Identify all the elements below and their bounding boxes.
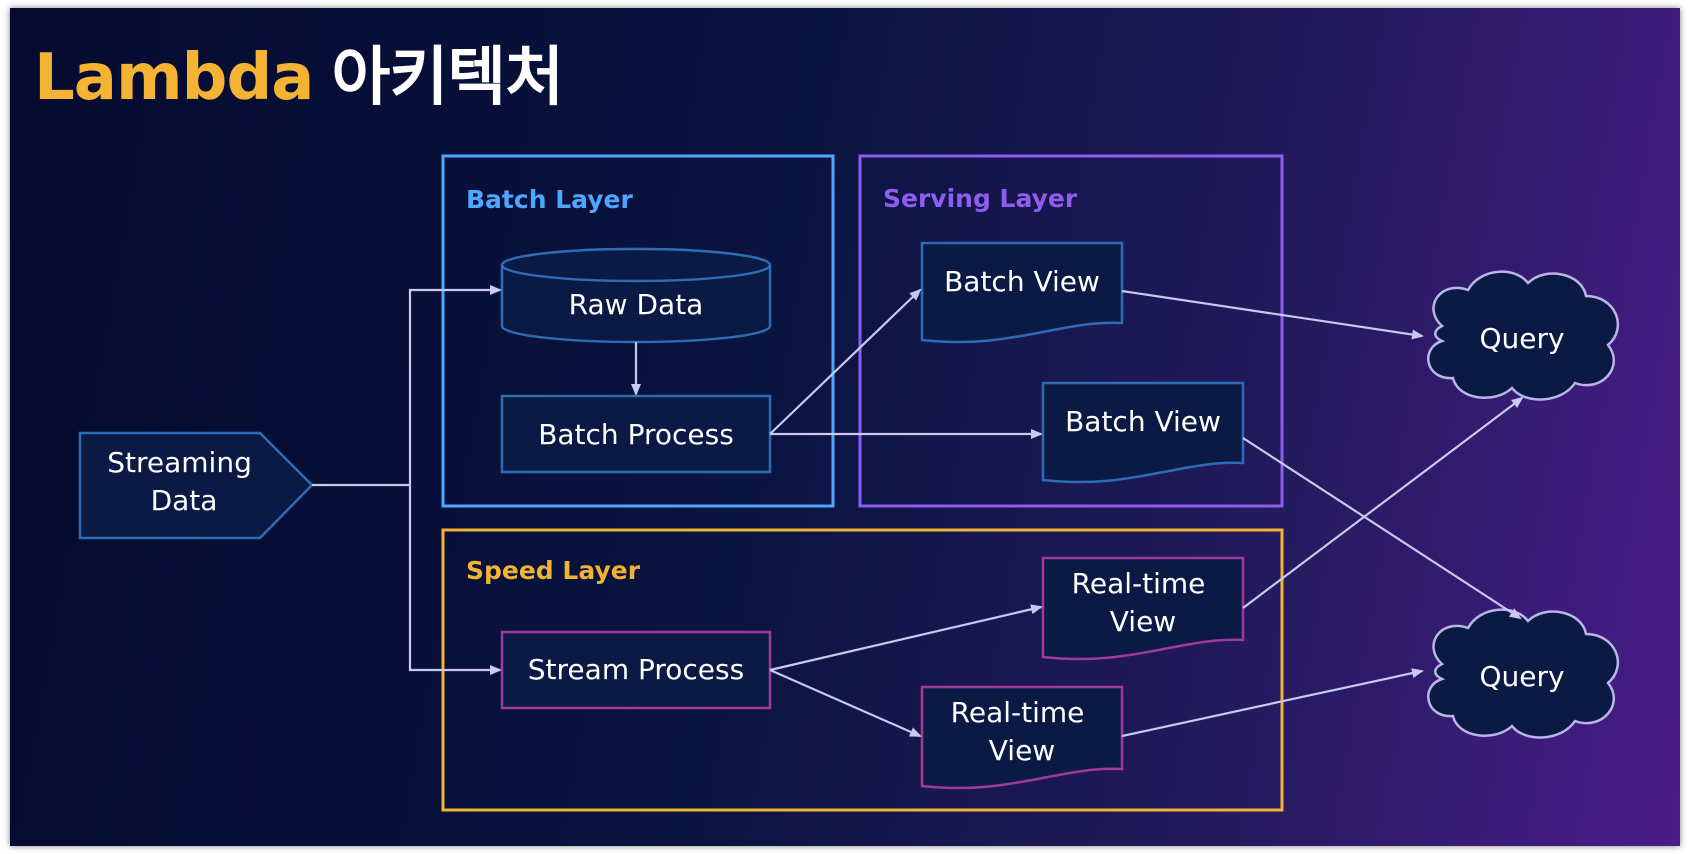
realtime-view-1-label: Real-time View xyxy=(1072,567,1215,638)
title-suffix: 아키텍처 xyxy=(331,41,564,115)
batch-view-1-to-query-1-arrow xyxy=(1121,289,1424,340)
batch-view-2-label: Batch View xyxy=(1065,405,1221,438)
realtime-view-1-line-1: Real-time xyxy=(1072,567,1206,600)
query-2-node: Query xyxy=(1427,608,1619,739)
batch-view-1-label: Batch View xyxy=(944,265,1100,298)
realtime-view-1-to-query-1-arrow xyxy=(1242,396,1524,609)
query-2-label: Query xyxy=(1479,660,1564,693)
realtime-view-1-node xyxy=(1041,556,1245,661)
lambda-diagram: Batch Layer Serving Layer Speed Layer St… xyxy=(78,154,1619,812)
realtime-view-2-line-2: View xyxy=(989,734,1055,767)
realtime-view-2-to-query-2-arrow xyxy=(1121,668,1424,738)
streaming-data-label: Streaming Data xyxy=(107,446,261,517)
batch-process-label: Batch Process xyxy=(538,418,734,451)
stream-process-to-realtime-view-2-arrow xyxy=(769,668,922,738)
streaming-data-line-1: Streaming xyxy=(107,446,252,479)
realtime-view-2-node xyxy=(920,685,1124,790)
batch-view-2-node xyxy=(1041,381,1245,484)
split-to-stream-process-arrow xyxy=(408,485,502,675)
batch-view-2-to-query-2-arrow xyxy=(1242,437,1522,620)
raw-data-label: Raw Data xyxy=(569,288,704,321)
split-to-raw-data-arrow xyxy=(408,285,502,485)
batch-view-1-node xyxy=(920,241,1124,344)
serving-layer-label: Serving Layer xyxy=(883,184,1078,213)
stream-process-node xyxy=(500,630,772,710)
streaming-data-node xyxy=(78,431,314,540)
query-2-cloud-icon xyxy=(1427,608,1619,739)
batch-process-to-batch-view-1-arrow xyxy=(769,288,922,435)
realtime-view-1-line-2: View xyxy=(1110,605,1176,638)
realtime-view-2-label: Real-time View xyxy=(951,696,1094,767)
title-prefix: Lambda xyxy=(34,41,314,115)
query-1-label: Query xyxy=(1479,322,1564,355)
query-1-cloud-icon xyxy=(1427,270,1619,401)
batch-layer-label: Batch Layer xyxy=(466,185,633,214)
speed-layer-label: Speed Layer xyxy=(466,556,641,585)
realtime-view-2-line-1: Real-time xyxy=(951,696,1085,729)
batch-layer-box xyxy=(441,154,835,508)
streaming-data-line-2: Data xyxy=(151,484,218,517)
serving-layer-box xyxy=(858,154,1284,508)
stream-process-label: Stream Process xyxy=(528,653,744,686)
raw-data-cylinder-top xyxy=(500,247,772,283)
stream-process-to-realtime-view-1-arrow xyxy=(769,604,1043,672)
query-1-node: Query xyxy=(1427,270,1619,401)
